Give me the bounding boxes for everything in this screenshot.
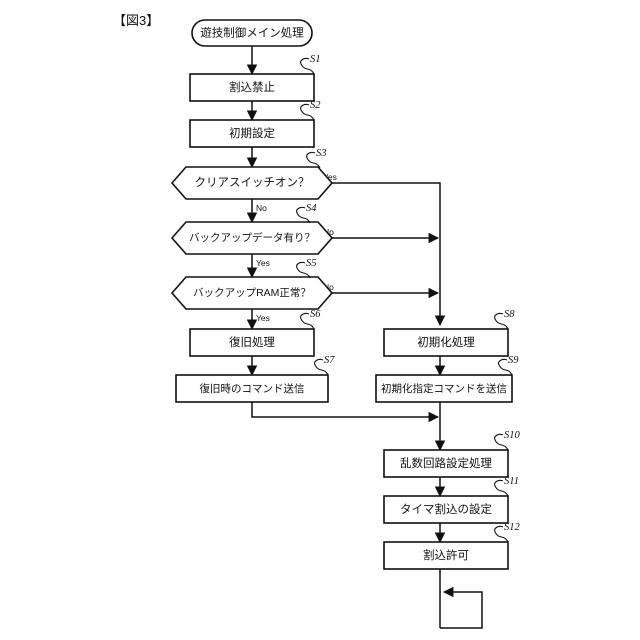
node-s1[interactable]: 割込禁止 — [189, 73, 315, 102]
step-label-s2: S2 — [310, 100, 321, 111]
step-leader-s2: S2 — [300, 100, 321, 121]
start-node-shape — [191, 19, 313, 47]
figure-title: 【図3】 — [113, 13, 159, 28]
branch-label-s5-yes: Yes — [256, 313, 270, 323]
s11-shape — [383, 495, 509, 524]
node-s2[interactable]: 初期設定 — [189, 119, 315, 148]
node-s10[interactable]: 乱数回路設定処理 — [383, 449, 509, 478]
s1-label: 割込禁止 — [229, 80, 275, 94]
s1-shape — [189, 73, 315, 102]
branch-label-s5-no: No — [323, 282, 334, 292]
step-label-s1: S1 — [310, 54, 321, 65]
s4-shape — [170, 221, 334, 255]
s2-label: 初期設定 — [229, 126, 275, 140]
node-s4[interactable]: バックアップデータ有り？ — [170, 221, 334, 255]
edge-s3yes-rail — [320, 182, 446, 327]
s6-label: 復旧処理 — [229, 335, 275, 349]
s8-label: 初期化処理 — [417, 335, 475, 349]
step-label-s3: S3 — [316, 148, 327, 159]
branch-label-s4-no: No — [323, 227, 334, 237]
step-leader-s11: S11 — [494, 476, 519, 497]
step-leader-s6: S6 — [300, 309, 321, 330]
s12-shape — [383, 541, 509, 570]
branch-labels: Yes No No Yes No Yes — [256, 172, 337, 323]
s11-label: タイマ割込の設定 — [400, 502, 492, 516]
node-s7[interactable]: 復旧時のコマンド送信 — [175, 374, 329, 403]
s5-shape — [170, 276, 334, 310]
step-label-s12: S12 — [504, 522, 521, 533]
step-label-s8: S8 — [504, 309, 515, 320]
node-s9[interactable]: 初期化指定コマンドを送信 — [375, 374, 513, 403]
node-start[interactable]: 遊技制御メイン処理 — [191, 19, 313, 47]
step-label-s10: S10 — [504, 430, 521, 441]
step-label-s5: S5 — [306, 258, 317, 269]
s9-shape — [375, 374, 513, 403]
s8-shape — [383, 328, 509, 357]
start-node-label: 遊技制御メイン処理 — [200, 26, 304, 40]
s2-shape — [189, 119, 315, 148]
step-label-s7: S7 — [324, 355, 335, 366]
step-label-s9: S9 — [508, 355, 519, 366]
branch-label-s4-yes: Yes — [256, 258, 270, 268]
step-label-s11: S11 — [504, 476, 519, 487]
node-s5[interactable]: バックアップRAM正常？ — [170, 276, 334, 310]
s10-shape — [383, 449, 509, 478]
s3-label: クリアスイッチオン？ — [195, 176, 310, 189]
s6-shape — [189, 328, 315, 357]
edge-loop-return — [440, 586, 483, 629]
step-leader-s9: S9 — [498, 355, 519, 376]
s3-shape — [170, 166, 334, 200]
step-label-s6: S6 — [310, 309, 321, 320]
branch-label-s3-no: No — [256, 203, 267, 213]
node-s8[interactable]: 初期化処理 — [383, 328, 509, 357]
s9-label: 初期化指定コマンドを送信 — [381, 382, 507, 395]
step-leader-s1: S1 — [300, 54, 321, 75]
s7-label: 復旧時のコマンド送信 — [200, 382, 305, 395]
step-leader-s10: S10 — [494, 430, 521, 451]
step-leader-s5: S5 — [296, 258, 317, 279]
s7-shape — [175, 374, 329, 403]
s10-label: 乱数回路設定処理 — [400, 456, 492, 470]
step-leader-s3: S3 — [306, 148, 327, 169]
node-s11[interactable]: タイマ割込の設定 — [383, 495, 509, 524]
s4-label: バックアップデータ有り？ — [189, 231, 315, 244]
step-label-s4: S4 — [306, 203, 317, 214]
step-leader-s8: S8 — [494, 309, 515, 330]
step-leader-s12: S12 — [494, 522, 521, 543]
node-s12[interactable]: 割込許可 — [383, 541, 509, 570]
s5-label: バックアップRAM正常？ — [193, 286, 311, 299]
step-leader-s4: S4 — [296, 203, 317, 224]
s12-label: 割込許可 — [423, 548, 469, 562]
node-s6[interactable]: 復旧処理 — [189, 328, 315, 357]
connectors — [246, 46, 483, 629]
node-s3[interactable]: クリアスイッチオン？ — [170, 166, 334, 200]
step-leader-s7: S7 — [314, 355, 335, 376]
branch-label-s3-yes: Yes — [323, 172, 337, 182]
edge-s7-rail — [251, 402, 440, 423]
